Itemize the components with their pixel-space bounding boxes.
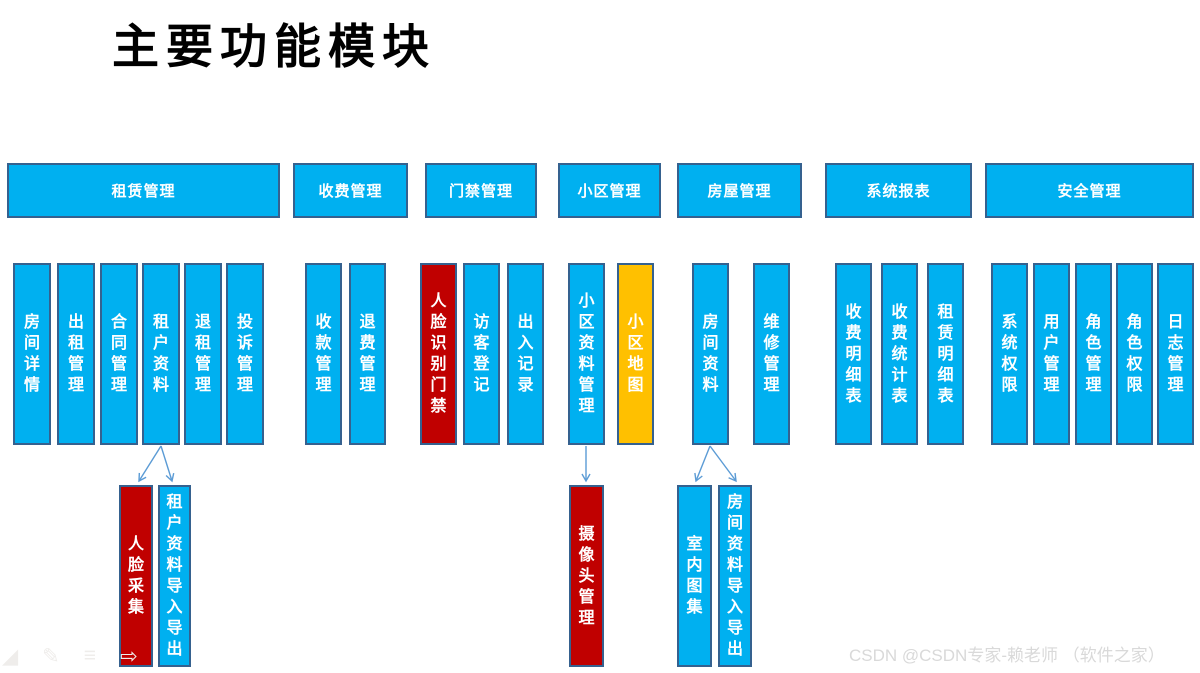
module-label: 维修管理 bbox=[763, 314, 780, 394]
group-header-label: 系统报表 bbox=[866, 183, 931, 200]
arrow-room-to-gallery bbox=[694, 445, 711, 483]
module-label: 系统权限 bbox=[1001, 314, 1018, 394]
module-rent-out: 出租管理 bbox=[57, 263, 95, 445]
pencil-icon: ✎ bbox=[42, 645, 60, 668]
module-fee-stats-report: 收费统计表 bbox=[881, 263, 918, 445]
module-label: 房间详情 bbox=[23, 314, 40, 394]
module-label: 用户管理 bbox=[1043, 314, 1060, 394]
group-header-label: 收费管理 bbox=[318, 183, 383, 200]
module-label: 房间资料 bbox=[702, 314, 719, 394]
arrow-icon: ⇨ bbox=[120, 645, 138, 668]
group-header-fees: 收费管理 bbox=[293, 163, 408, 218]
group-header-label: 门禁管理 bbox=[448, 183, 513, 200]
module-user-management: 用户管理 bbox=[1033, 263, 1070, 445]
module-label: 房间资料导入导出 bbox=[726, 494, 743, 658]
module-maintenance: 维修管理 bbox=[753, 263, 790, 445]
group-header-community: 小区管理 bbox=[558, 163, 661, 218]
submodule-camera-management: 摄像头管理 bbox=[569, 485, 604, 667]
module-log-management: 日志管理 bbox=[1157, 263, 1194, 445]
module-complaints: 投诉管理 bbox=[226, 263, 264, 445]
module-role-permission: 角色权限 bbox=[1116, 263, 1153, 445]
module-label: 租户资料 bbox=[152, 314, 169, 394]
module-label: 角色管理 bbox=[1085, 314, 1102, 394]
module-label: 出入记录 bbox=[517, 314, 534, 394]
module-label: 退租管理 bbox=[194, 314, 211, 394]
group-header-housing: 房屋管理 bbox=[677, 163, 802, 218]
module-label: 收费统计表 bbox=[891, 303, 908, 405]
group-header-label: 安全管理 bbox=[1057, 183, 1122, 200]
module-community-info: 小区资料管理 bbox=[568, 263, 605, 445]
group-header-security: 安全管理 bbox=[985, 163, 1194, 218]
module-refund: 退费管理 bbox=[349, 263, 386, 445]
module-label: 日志管理 bbox=[1167, 314, 1184, 394]
module-label: 投诉管理 bbox=[236, 314, 253, 394]
module-label: 租赁明细表 bbox=[937, 303, 954, 405]
submodule-face-capture: 人脸采集 bbox=[119, 485, 153, 667]
module-label: 收费明细表 bbox=[845, 303, 862, 405]
module-community-map: 小区地图 bbox=[617, 263, 654, 445]
corner-shape-icon: ◢ bbox=[2, 645, 19, 668]
arrow-room-to-import-export bbox=[709, 445, 737, 483]
group-header-access: 门禁管理 bbox=[425, 163, 537, 218]
group-header-label: 小区管理 bbox=[577, 183, 642, 200]
module-rent-termination: 退租管理 bbox=[184, 263, 222, 445]
page-title: 主要功能模块 bbox=[112, 22, 436, 74]
module-system-permission: 系统权限 bbox=[991, 263, 1028, 445]
module-payment-collection: 收款管理 bbox=[305, 263, 342, 445]
module-fee-detail-report: 收费明细表 bbox=[835, 263, 872, 445]
module-label: 人脸识别门禁 bbox=[430, 293, 447, 415]
group-header-label: 房屋管理 bbox=[707, 183, 772, 200]
module-label: 租户资料导入导出 bbox=[166, 494, 183, 658]
list-icon: ≡ bbox=[83, 644, 97, 667]
submodule-room-import-export: 房间资料导入导出 bbox=[718, 485, 752, 667]
module-label: 小区资料管理 bbox=[578, 293, 595, 415]
module-label: 角色权限 bbox=[1126, 314, 1143, 394]
module-label: 室内图集 bbox=[686, 536, 703, 616]
module-visitor-register: 访客登记 bbox=[463, 263, 500, 445]
module-label: 摄像头管理 bbox=[578, 525, 595, 627]
group-header-reports: 系统报表 bbox=[825, 163, 972, 218]
module-rental-detail-report: 租赁明细表 bbox=[927, 263, 964, 445]
module-label: 合同管理 bbox=[110, 314, 127, 394]
module-room-info: 房间资料 bbox=[692, 263, 729, 445]
module-contract: 合同管理 bbox=[100, 263, 138, 445]
submodule-indoor-gallery: 室内图集 bbox=[677, 485, 712, 667]
module-label: 出租管理 bbox=[67, 314, 84, 394]
group-header-rental: 租赁管理 bbox=[7, 163, 280, 218]
module-label: 退费管理 bbox=[359, 314, 376, 394]
footer-tool-icons: ◢ ✎ ≡ ⇨ bbox=[2, 644, 138, 669]
module-label: 收款管理 bbox=[315, 314, 332, 394]
csdn-watermark: CSDN @CSDN专家-赖老师 （软件之家） bbox=[849, 646, 1165, 665]
arrow-tenant-to-face-capture bbox=[138, 445, 162, 483]
module-label: 小区地图 bbox=[627, 314, 644, 394]
module-label: 人脸采集 bbox=[127, 536, 144, 616]
module-face-recognition-access: 人脸识别门禁 bbox=[420, 263, 457, 445]
module-label: 访客登记 bbox=[473, 314, 490, 394]
group-header-label: 租赁管理 bbox=[111, 183, 176, 200]
module-tenant-info: 租户资料 bbox=[142, 263, 180, 445]
module-room-details: 房间详情 bbox=[13, 263, 51, 445]
arrow-tenant-to-import-export bbox=[160, 445, 175, 483]
submodule-tenant-import-export: 租户资料导入导出 bbox=[158, 485, 191, 667]
module-entry-exit-records: 出入记录 bbox=[507, 263, 544, 445]
module-role-management: 角色管理 bbox=[1075, 263, 1112, 445]
